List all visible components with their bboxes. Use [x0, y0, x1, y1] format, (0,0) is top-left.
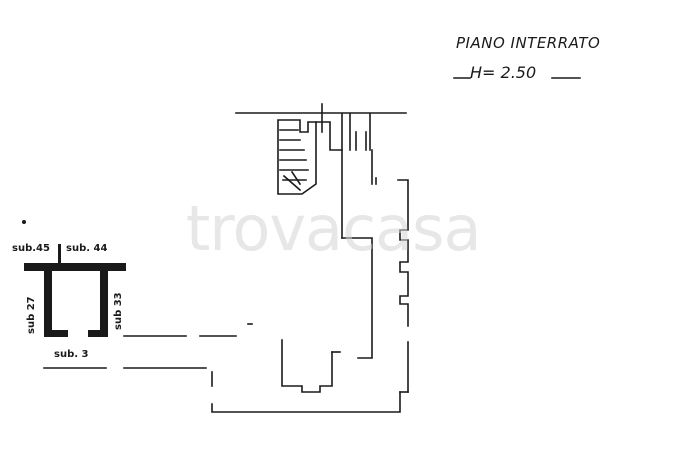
ceiling-height: H= 2.50: [452, 63, 586, 85]
unit-label-sub45: sub.45: [12, 243, 50, 254]
unit-label-sub44: sub. 44: [66, 243, 108, 254]
height-label: H= 2.50: [470, 63, 537, 82]
unit-label-sub3: sub. 3: [54, 349, 89, 360]
watermark: trovacasa: [186, 192, 481, 265]
unit-label-sub27: sub 27: [26, 296, 37, 334]
plan-title: PIANO INTERRATO: [456, 34, 601, 52]
unit-label-sub33: sub 33: [113, 292, 124, 330]
